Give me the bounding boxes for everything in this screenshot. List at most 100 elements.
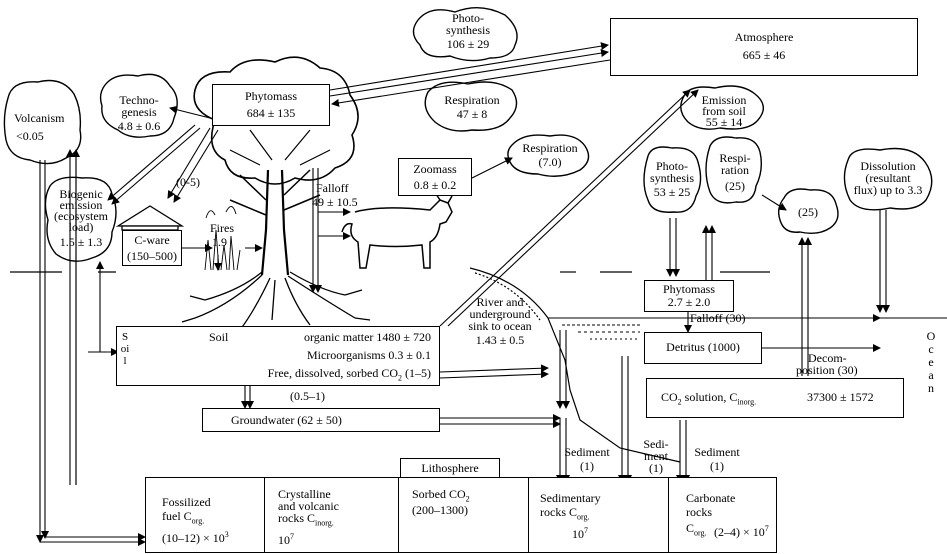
cloud-volcanism bbox=[3, 79, 82, 165]
phytomass-title: Phytomass bbox=[244, 89, 297, 103]
co2-solution-sub: 2 bbox=[677, 397, 682, 407]
sorbed-line1a: Sorbed CO bbox=[412, 487, 466, 501]
fossil-line2sub: org. bbox=[191, 516, 205, 526]
technogenesis-line2: genesis bbox=[121, 105, 157, 119]
photosynthesis-top-line2: synthesis bbox=[445, 23, 490, 37]
fossil-value-a: (10–12) × 10 bbox=[162, 531, 225, 545]
sedimentary-value: 107 bbox=[572, 524, 588, 541]
river-line2: underground bbox=[469, 307, 531, 321]
falloff-ocean: Falloff (30) bbox=[690, 311, 746, 325]
lith-divider-4 bbox=[668, 478, 669, 552]
lith-divider-2 bbox=[398, 478, 399, 552]
cloud-photosynthesis-ocean bbox=[643, 146, 702, 213]
fossil-value: (10–12) × 103 bbox=[162, 528, 229, 545]
soil-groundwater-flux: (0.5–1) bbox=[290, 389, 325, 403]
soil-micro: Microorganisms 0.3 ± 0.1 bbox=[306, 348, 431, 362]
dissolution-line3: flux) up to 3.3 bbox=[853, 183, 923, 197]
sediment-1-title: Sediment bbox=[564, 445, 610, 459]
cloud-icon bbox=[3, 7, 933, 262]
cloud-technogenesis bbox=[99, 73, 178, 138]
crystalline-line2: and volcanic bbox=[278, 499, 339, 513]
photosynthesis-ocean-value: 53 ± 25 bbox=[653, 185, 691, 199]
biogenic-line4: load) bbox=[68, 220, 94, 234]
cloud-emission-soil bbox=[680, 85, 764, 130]
crystalline-line3sub: inorg. bbox=[315, 518, 334, 528]
sedimentary-line2: rocks Corg. bbox=[540, 506, 590, 523]
volcanism-value: <0.05 bbox=[16, 129, 44, 143]
co2-solution-co: CO bbox=[661, 390, 678, 404]
carbonate-value: (2–4) × 107 bbox=[714, 522, 769, 539]
photosynthesis-top-value: 106 ± 29 bbox=[446, 37, 490, 51]
lithosphere-label-box: Lithosphere bbox=[400, 458, 500, 478]
carbonate-line3sub: org. bbox=[694, 528, 707, 538]
sediment-1-value: (1) bbox=[580, 459, 594, 473]
fire-flux: (0-5) bbox=[176, 175, 200, 189]
phytomass-value: 684 ± 135 bbox=[246, 106, 296, 120]
co2-solution-label2: solution, C bbox=[681, 390, 738, 404]
soil-box: Soil Soil organic matter 1480 ± 720 Micr… bbox=[116, 326, 440, 386]
sedimentary-line2a: rocks C bbox=[540, 505, 577, 519]
cware-box: C-ware (150–500) bbox=[122, 230, 182, 266]
crystalline-value: 107 bbox=[278, 530, 294, 547]
sediment-3-title: Sediment bbox=[694, 445, 740, 459]
groundwater-label: Groundwater (62 ± 50) bbox=[231, 413, 342, 427]
coastline bbox=[469, 267, 681, 463]
sedimentary-line2sub: org. bbox=[577, 512, 590, 522]
sedimentary-value-sup: 7 bbox=[584, 526, 588, 535]
lith-divider-1 bbox=[264, 478, 265, 552]
sorbed-value: (200–1300) bbox=[412, 503, 468, 517]
decomposition-line1: Decom- bbox=[808, 351, 847, 365]
zoomass-value: 0.8 ± 0.2 bbox=[413, 178, 457, 192]
sorbed-line1sub: 2 bbox=[465, 494, 470, 504]
sediment-3-value: (1) bbox=[710, 459, 724, 473]
atmosphere-title: Atmosphere bbox=[734, 30, 794, 44]
river-value: 1.43 ± 0.5 bbox=[475, 333, 525, 347]
detritus-label: Detritus (1000) bbox=[666, 340, 740, 354]
fires-value: 1.9 bbox=[212, 235, 227, 249]
sediment-2-value: (1) bbox=[649, 461, 663, 475]
biogenic-line2: emission bbox=[59, 198, 103, 212]
lith-divider-3 bbox=[528, 478, 529, 552]
photosynthesis-top-line1: Photo- bbox=[451, 11, 484, 25]
atmosphere-value: 665 ± 46 bbox=[742, 48, 786, 62]
technogenesis-line1: Techno- bbox=[119, 93, 159, 107]
crystalline-line3a: rocks C bbox=[278, 511, 315, 525]
co2-solution-sub2: inorg. bbox=[737, 397, 757, 407]
cloud-biogenic bbox=[44, 176, 117, 262]
lithosphere-title: Lithosphere bbox=[421, 461, 479, 475]
soil-title: Soil bbox=[209, 330, 229, 344]
respiration-zoo-value: (7.0) bbox=[538, 155, 562, 169]
biogenic-line1: Biogenic bbox=[59, 187, 103, 201]
house-icon bbox=[115, 205, 185, 231]
soil-co2-b: (1–5) bbox=[402, 366, 431, 380]
phytomass-box: Phytomass 684 ± 135 bbox=[212, 84, 330, 126]
carbonate-line3: Corg. bbox=[686, 522, 707, 539]
carbonate-value-a: (2–4) × 10 bbox=[714, 525, 765, 539]
falloff-land-title: Falloff bbox=[316, 181, 349, 195]
soil-organic: organic matter 1480 ± 720 bbox=[303, 330, 431, 344]
respiration-zoo-title: Respiration bbox=[522, 141, 578, 155]
carbonate-line1: Carbonate bbox=[686, 491, 736, 505]
cloud-dissolution bbox=[843, 147, 933, 211]
ocean-label: Ocean bbox=[926, 329, 936, 395]
fossil-line1: Fossilized bbox=[162, 495, 211, 509]
decomposition-line2: position (30) bbox=[796, 363, 858, 377]
ocean-flux-25: (25) bbox=[798, 205, 818, 219]
carbonate-line3a: C bbox=[686, 521, 695, 535]
crystalline-line1: Crystalline bbox=[278, 487, 331, 501]
biogenic-value: 1.5 ± 1.3 bbox=[59, 235, 103, 249]
sedimentary-value-a: 10 bbox=[572, 527, 584, 541]
technogenesis-value: 4.8 ± 0.6 bbox=[117, 119, 161, 133]
cloud-ocean-25 bbox=[777, 188, 839, 235]
phytomass-ocean-value: 2.7 ± 2.0 bbox=[667, 295, 711, 309]
fossil-line2a: fuel C bbox=[162, 509, 192, 523]
respiration-top-value: 47 ± 8 bbox=[456, 107, 488, 121]
roots-icon bbox=[181, 271, 371, 331]
soil-side-label: Soil bbox=[120, 331, 130, 367]
cloud-respiration-ocean bbox=[705, 136, 763, 204]
cloud-respiration-top bbox=[424, 81, 518, 132]
dissolution-line1: Dissolution bbox=[860, 159, 916, 173]
co2-solution-box: CO2 solution, Cinorg. 37300 ± 1572 bbox=[646, 378, 904, 418]
